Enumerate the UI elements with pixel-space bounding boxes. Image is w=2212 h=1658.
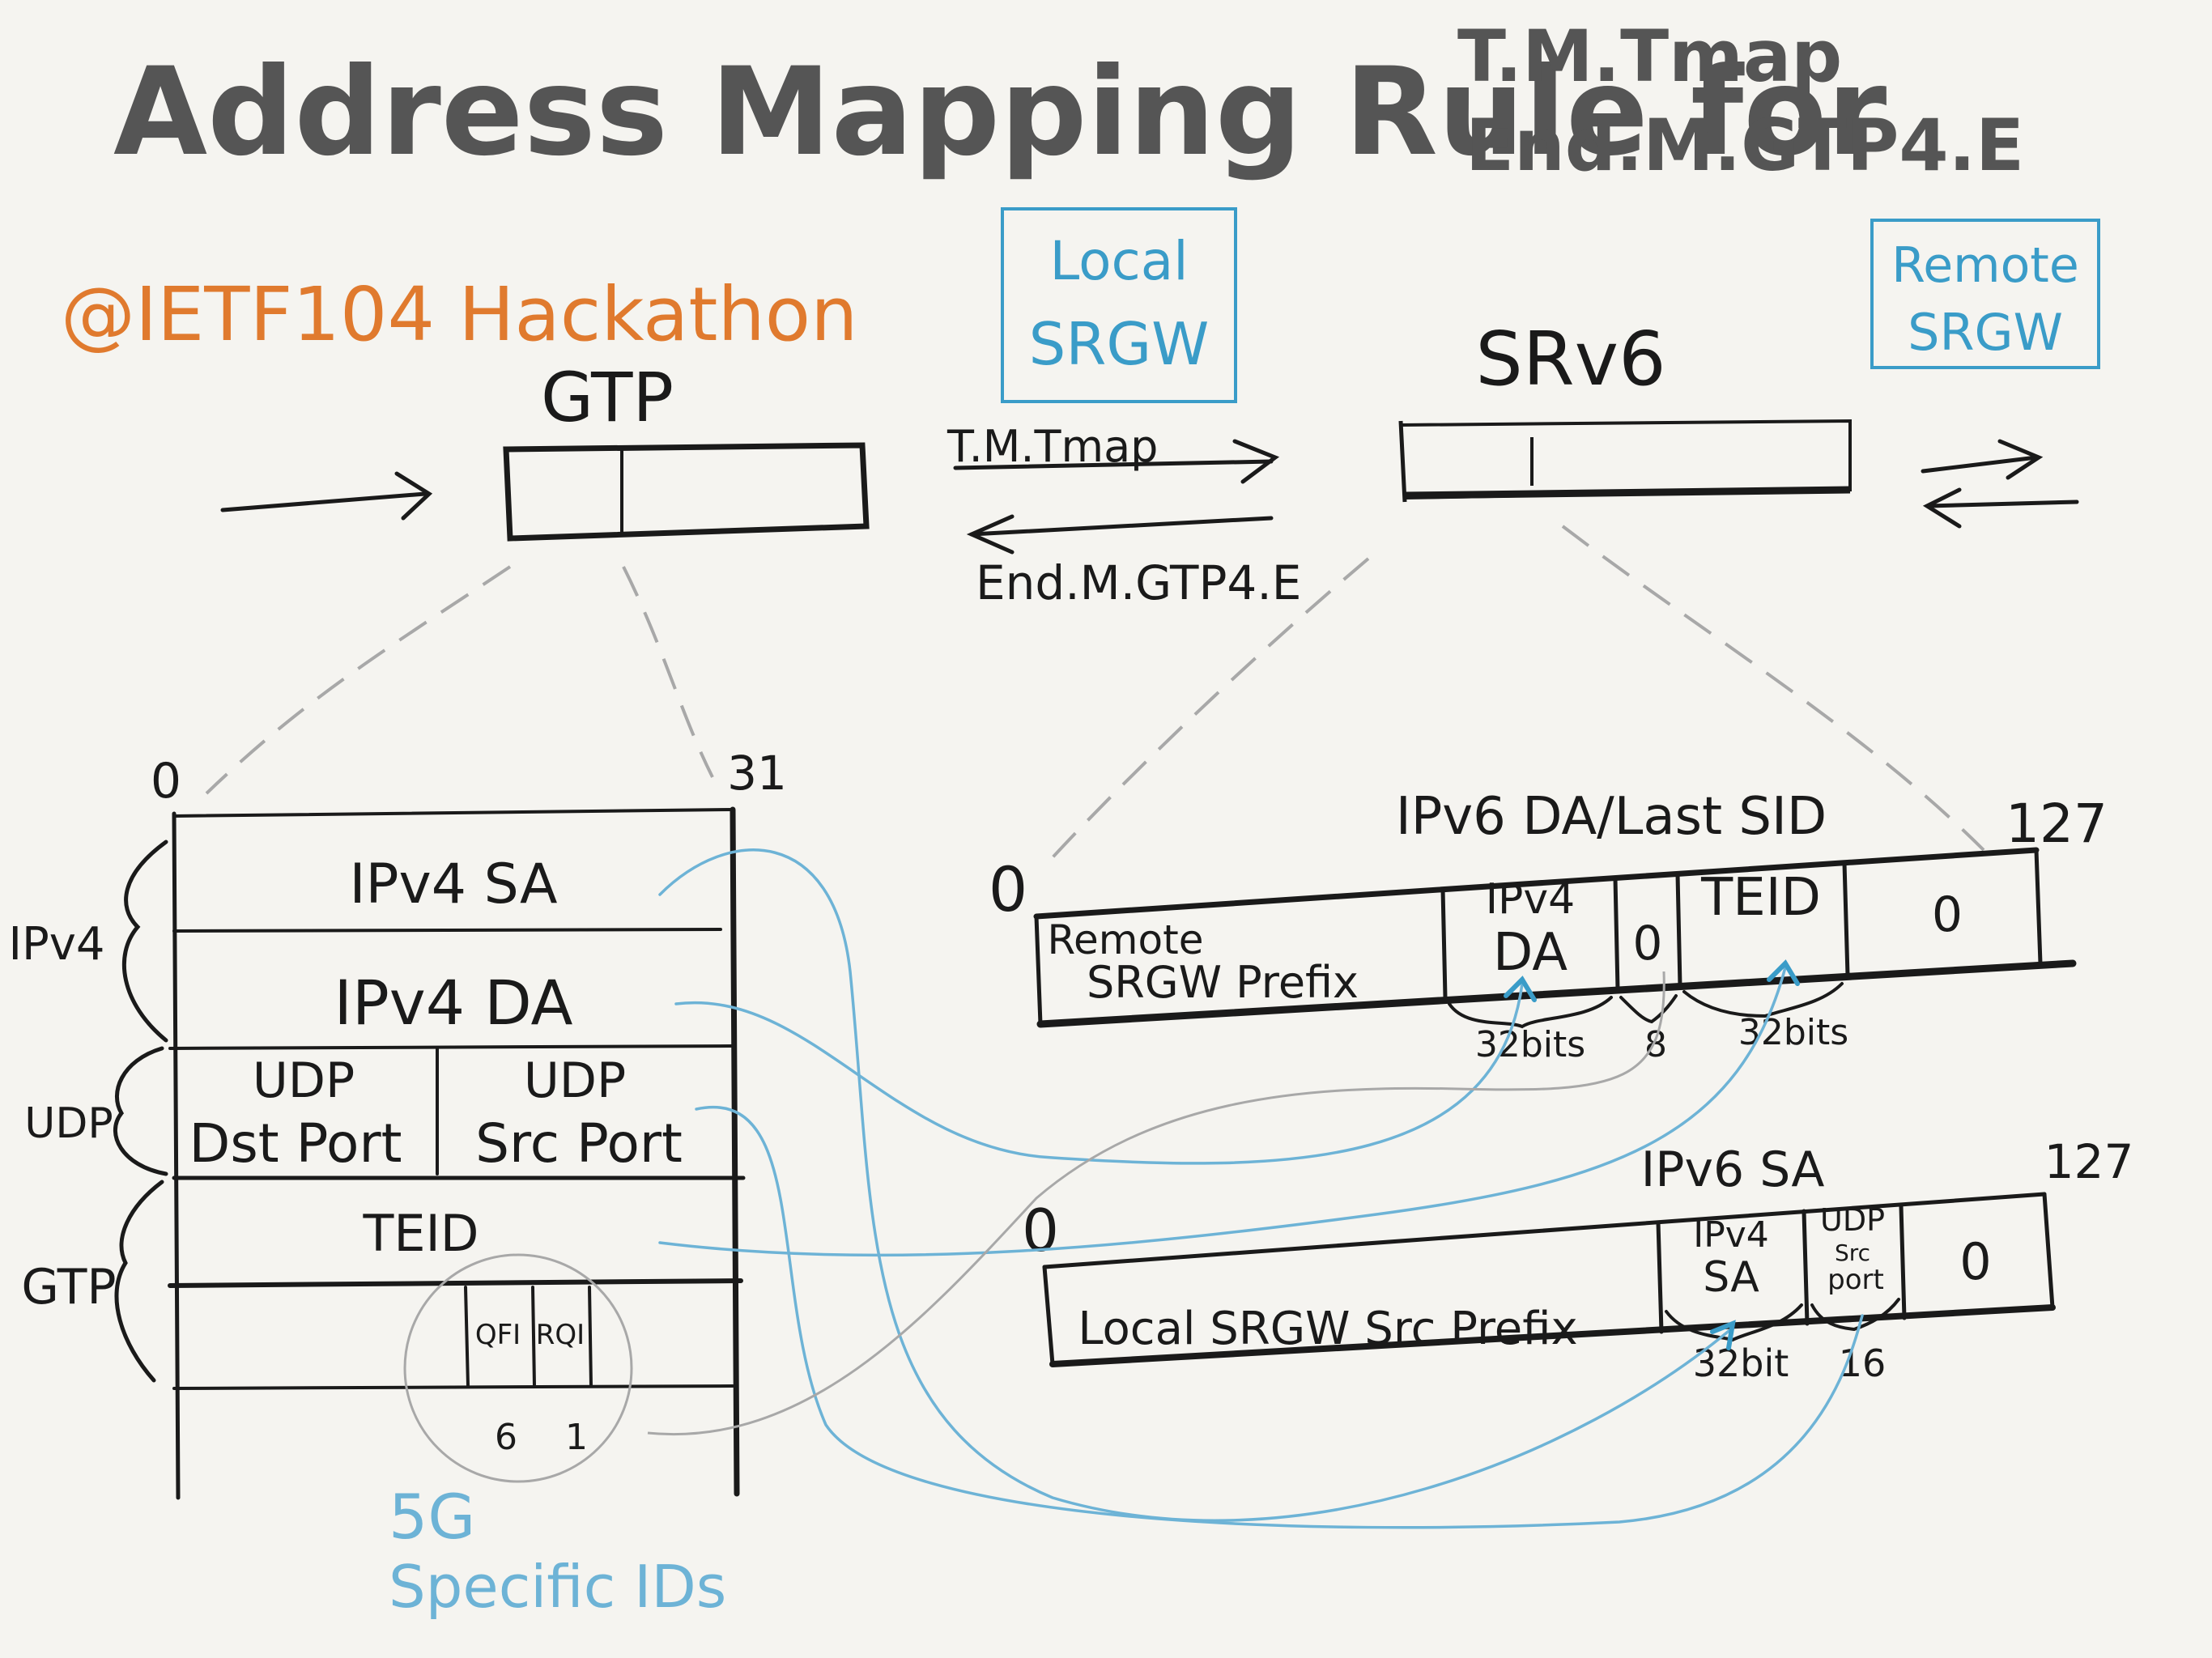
ipv6-sa-ipv4-line1: IPv4 — [1693, 1214, 1769, 1256]
diagram-title-line1: T.M.Tmap — [1457, 15, 1842, 98]
end-m-gtp4-e-arrow — [966, 514, 1274, 555]
gtp-label: GTP — [541, 358, 674, 437]
map-ipv4-da — [674, 982, 1524, 1165]
map-udp-src-port — [695, 1106, 1864, 1529]
srv6-expansion-lines — [1043, 525, 1985, 868]
ipv6-da-bit-end: 127 — [2006, 793, 2108, 855]
gtp-bit-end: 31 — [727, 746, 787, 801]
local-srgw-line2: SRGW — [1029, 310, 1210, 378]
diagram-title-line2: End.M.GTP4.E — [1465, 104, 2024, 187]
udp-dst-port-line2: Dst Port — [189, 1112, 402, 1175]
gtp-group-braces — [113, 840, 168, 1383]
gtp-header-table — [168, 806, 746, 1500]
local-srgw-line1: Local — [1049, 230, 1188, 292]
fiveg-note-line1: 5G — [389, 1481, 475, 1553]
ipv6-sa-ipv4-line2: SA — [1703, 1253, 1759, 1302]
mapping-curves — [658, 848, 1864, 1529]
udp-group-label: UDP — [24, 1099, 113, 1148]
ipv6-da-ipv4-line2: DA — [1493, 923, 1568, 983]
srv6-label: SRv6 — [1475, 316, 1665, 402]
local-srgw-box: Local SRGW — [1001, 207, 1237, 403]
remote-srgw-line2: SRGW — [1908, 303, 2063, 362]
ipv6-da-zero-a: 0 — [1633, 916, 1663, 971]
qfi-bits: 6 — [495, 1417, 517, 1458]
ipv6-da-ipv4-line1: IPv4 — [1486, 875, 1576, 924]
diagram-title: Address Mapping Rule for — [113, 42, 1887, 183]
udp-src-port-line1: UDP — [524, 1052, 626, 1109]
ipv6-da-prefix-line2: SRGW Prefix — [1087, 957, 1359, 1008]
event-label: @IETF104 Hackathon — [61, 271, 857, 358]
udp-src-port-line2: Src Port — [475, 1112, 683, 1175]
ipv6-sa-bits-ipv4: 32bit — [1693, 1341, 1789, 1385]
incoming-arrow — [220, 471, 433, 521]
ipv6-da-bits-ipv4: 32bits — [1475, 1024, 1585, 1065]
ipv6-sa-bit-end: 127 — [2044, 1134, 2134, 1189]
map-teid — [658, 966, 1787, 1257]
t-m-tmap-arrow — [953, 439, 1280, 484]
gtp-expansion-lines — [205, 565, 714, 795]
ipv6-da-bits-teid: 32bits — [1738, 1012, 1848, 1053]
fiveg-ids-circle — [403, 1253, 633, 1483]
end-m-gtp4-e-label: End.M.GTP4.E — [976, 555, 1301, 610]
ipv6-sa-udp-line2: Src — [1835, 1239, 1870, 1266]
gtp-bit-start: 0 — [151, 753, 181, 810]
ipv6-sa-table — [1042, 1192, 2056, 1367]
fiveg-note-line2: Specific IDs — [389, 1553, 726, 1621]
ipv6-sa-prefix: Local SRGW Src Prefix — [1078, 1303, 1577, 1355]
ipv6-sa-title: IPv6 SA — [1641, 1141, 1825, 1198]
ipv6-da-title: IPv6 DA/Last SID — [1396, 787, 1827, 847]
ipv6-da-prefix-line1: Remote — [1048, 916, 1204, 963]
ipv6-sa-braces — [1665, 1298, 1900, 1342]
remote-srgw-box: Remote SRGW — [1870, 219, 2100, 369]
ipv6-da-table — [1033, 847, 2077, 1028]
remote-bidirectional-arrows — [1921, 439, 2079, 529]
ipv4-group-label: IPv4 — [8, 918, 104, 971]
ipv6-da-bits-zero: 8 — [1644, 1024, 1667, 1065]
teid-field: TEID — [362, 1204, 479, 1263]
ipv6-da-teid: TEID — [1700, 868, 1821, 928]
udp-dst-port-line1: UDP — [253, 1052, 355, 1109]
gtp-packet-bar — [503, 442, 870, 542]
ipv4-sa-field: IPv4 SA — [349, 852, 557, 916]
qfi-field: QFI — [475, 1319, 521, 1351]
ipv6-sa-udp-line3: port — [1827, 1264, 1884, 1296]
ipv4-da-field: IPv4 DA — [334, 967, 573, 1039]
ipv6-da-bit-start: 0 — [989, 853, 1027, 925]
remote-srgw-line1: Remote — [1891, 237, 2079, 294]
gtp-group-label: GTP — [21, 1259, 116, 1316]
map-ipv4-sa — [658, 848, 1734, 1522]
ipv6-da-braces — [1448, 982, 1844, 1029]
ipv6-da-zero-b: 0 — [1932, 886, 1963, 943]
srv6-packet-bar — [1398, 419, 1852, 503]
ipv6-sa-udp-line1: UDP — [1820, 1202, 1885, 1238]
ipv6-sa-zero: 0 — [1959, 1232, 1991, 1291]
rqi-field: RQI — [536, 1319, 585, 1351]
map-fiveg-ids — [647, 971, 1665, 1436]
rqi-bits: 1 — [565, 1417, 588, 1458]
mapping-arrowheads — [1504, 959, 1800, 1350]
